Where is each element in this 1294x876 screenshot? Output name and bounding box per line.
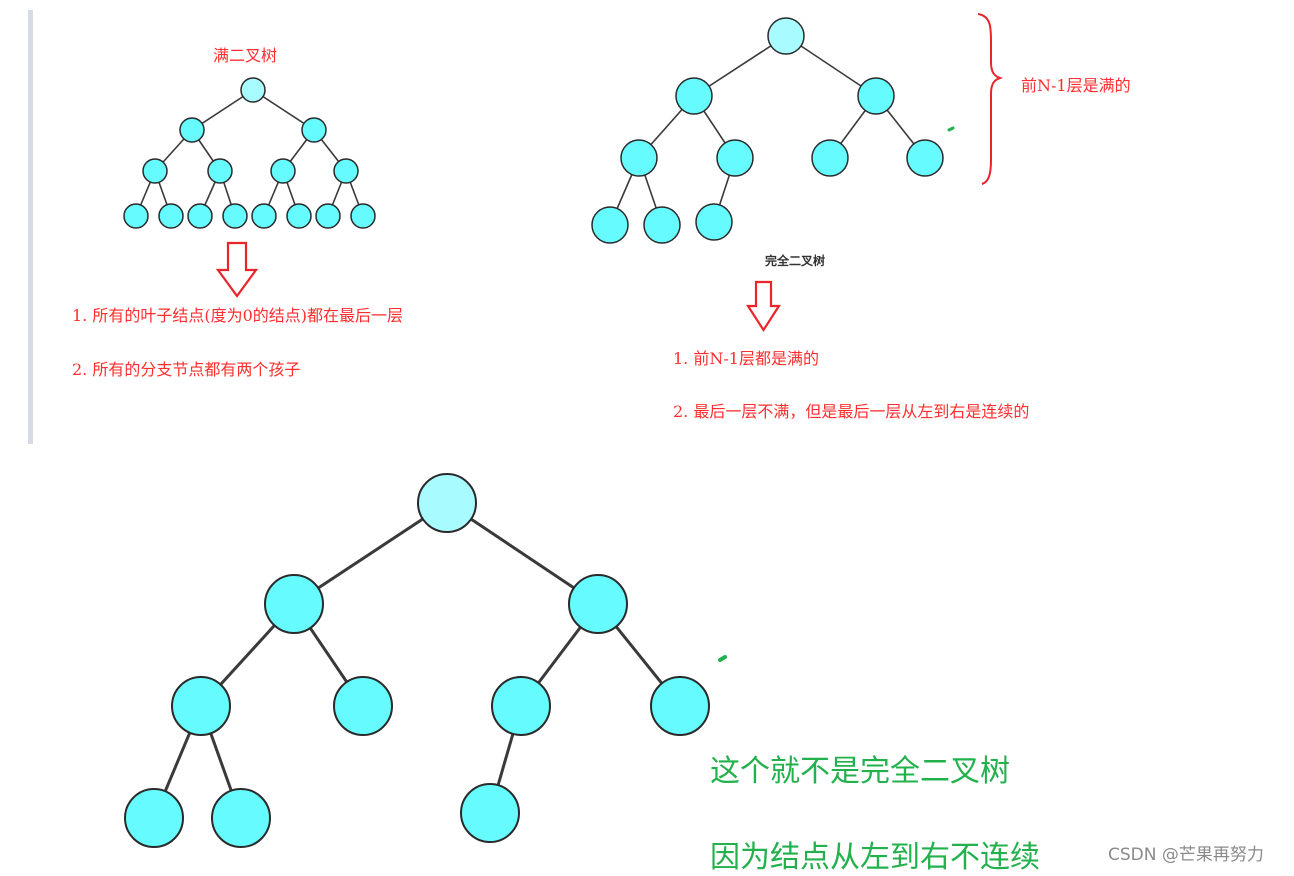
tree-node [171, 676, 231, 736]
tree-node [460, 783, 520, 843]
tree-node [767, 17, 805, 55]
tree-node [695, 203, 733, 241]
tree-node [906, 139, 944, 177]
tree-node [301, 117, 327, 143]
curly-brace-icon [977, 13, 1004, 185]
down-arrow-icon [215, 241, 259, 298]
blockquote-bar [28, 10, 33, 444]
tree-node [333, 676, 393, 736]
tree-node [675, 77, 713, 115]
tree-node [264, 574, 324, 634]
full-tree-nodes [123, 77, 376, 229]
tree-node [240, 77, 266, 103]
down-arrow-icon [745, 280, 782, 333]
bottom-tree-nodes [124, 473, 710, 848]
tree-node [591, 206, 629, 244]
tree-node [417, 473, 477, 533]
complete-tree-note-1: 1. 前N-1层都是满的 [673, 349, 819, 368]
green-mark [947, 126, 955, 132]
tree-node [124, 788, 184, 848]
tree-node [270, 158, 296, 184]
tree-node [650, 676, 710, 736]
tree-node [620, 139, 658, 177]
bottom-tree-edges [152, 501, 682, 819]
counter-example-line-1: 这个就不是完全二叉树 [710, 754, 1010, 789]
tree-node [350, 203, 376, 229]
tree-node [315, 203, 341, 229]
tree-node [491, 676, 551, 736]
tree-node [251, 203, 277, 229]
tree-node [811, 139, 849, 177]
tree-node [123, 203, 149, 229]
tree-node [142, 158, 168, 184]
tree-node [643, 206, 681, 244]
complete-tree-note-2: 2. 最后一层不满，但是最后一层从左到右是连续的 [673, 402, 1030, 421]
tree-node [716, 139, 754, 177]
csdn-watermark: CSDN @芒果再努力 [1108, 845, 1264, 865]
tree-node [211, 788, 271, 848]
tree-node [857, 77, 895, 115]
full-tree-note-2: 2. 所有的分支节点都有两个孩子 [72, 360, 301, 379]
tree-node [207, 158, 233, 184]
complete-tree-title: 完全二叉树 [765, 254, 826, 268]
full-tree-title: 满二叉树 [213, 46, 278, 65]
green-mark [718, 655, 727, 662]
full-tree-note-1: 1. 所有的叶子结点(度为0的结点)都在最后一层 [72, 306, 404, 325]
tree-node [568, 574, 628, 634]
counter-example-line-2: 因为结点从左到右不连续 [710, 840, 1040, 875]
complete-tree-nodes [591, 17, 944, 244]
tree-node [179, 117, 205, 143]
tree-node [286, 203, 312, 229]
brace-label: 前N-1层是满的 [1021, 76, 1131, 95]
tree-node [333, 158, 359, 184]
tree-node [187, 203, 213, 229]
tree-node [222, 203, 248, 229]
tree-node [158, 203, 184, 229]
